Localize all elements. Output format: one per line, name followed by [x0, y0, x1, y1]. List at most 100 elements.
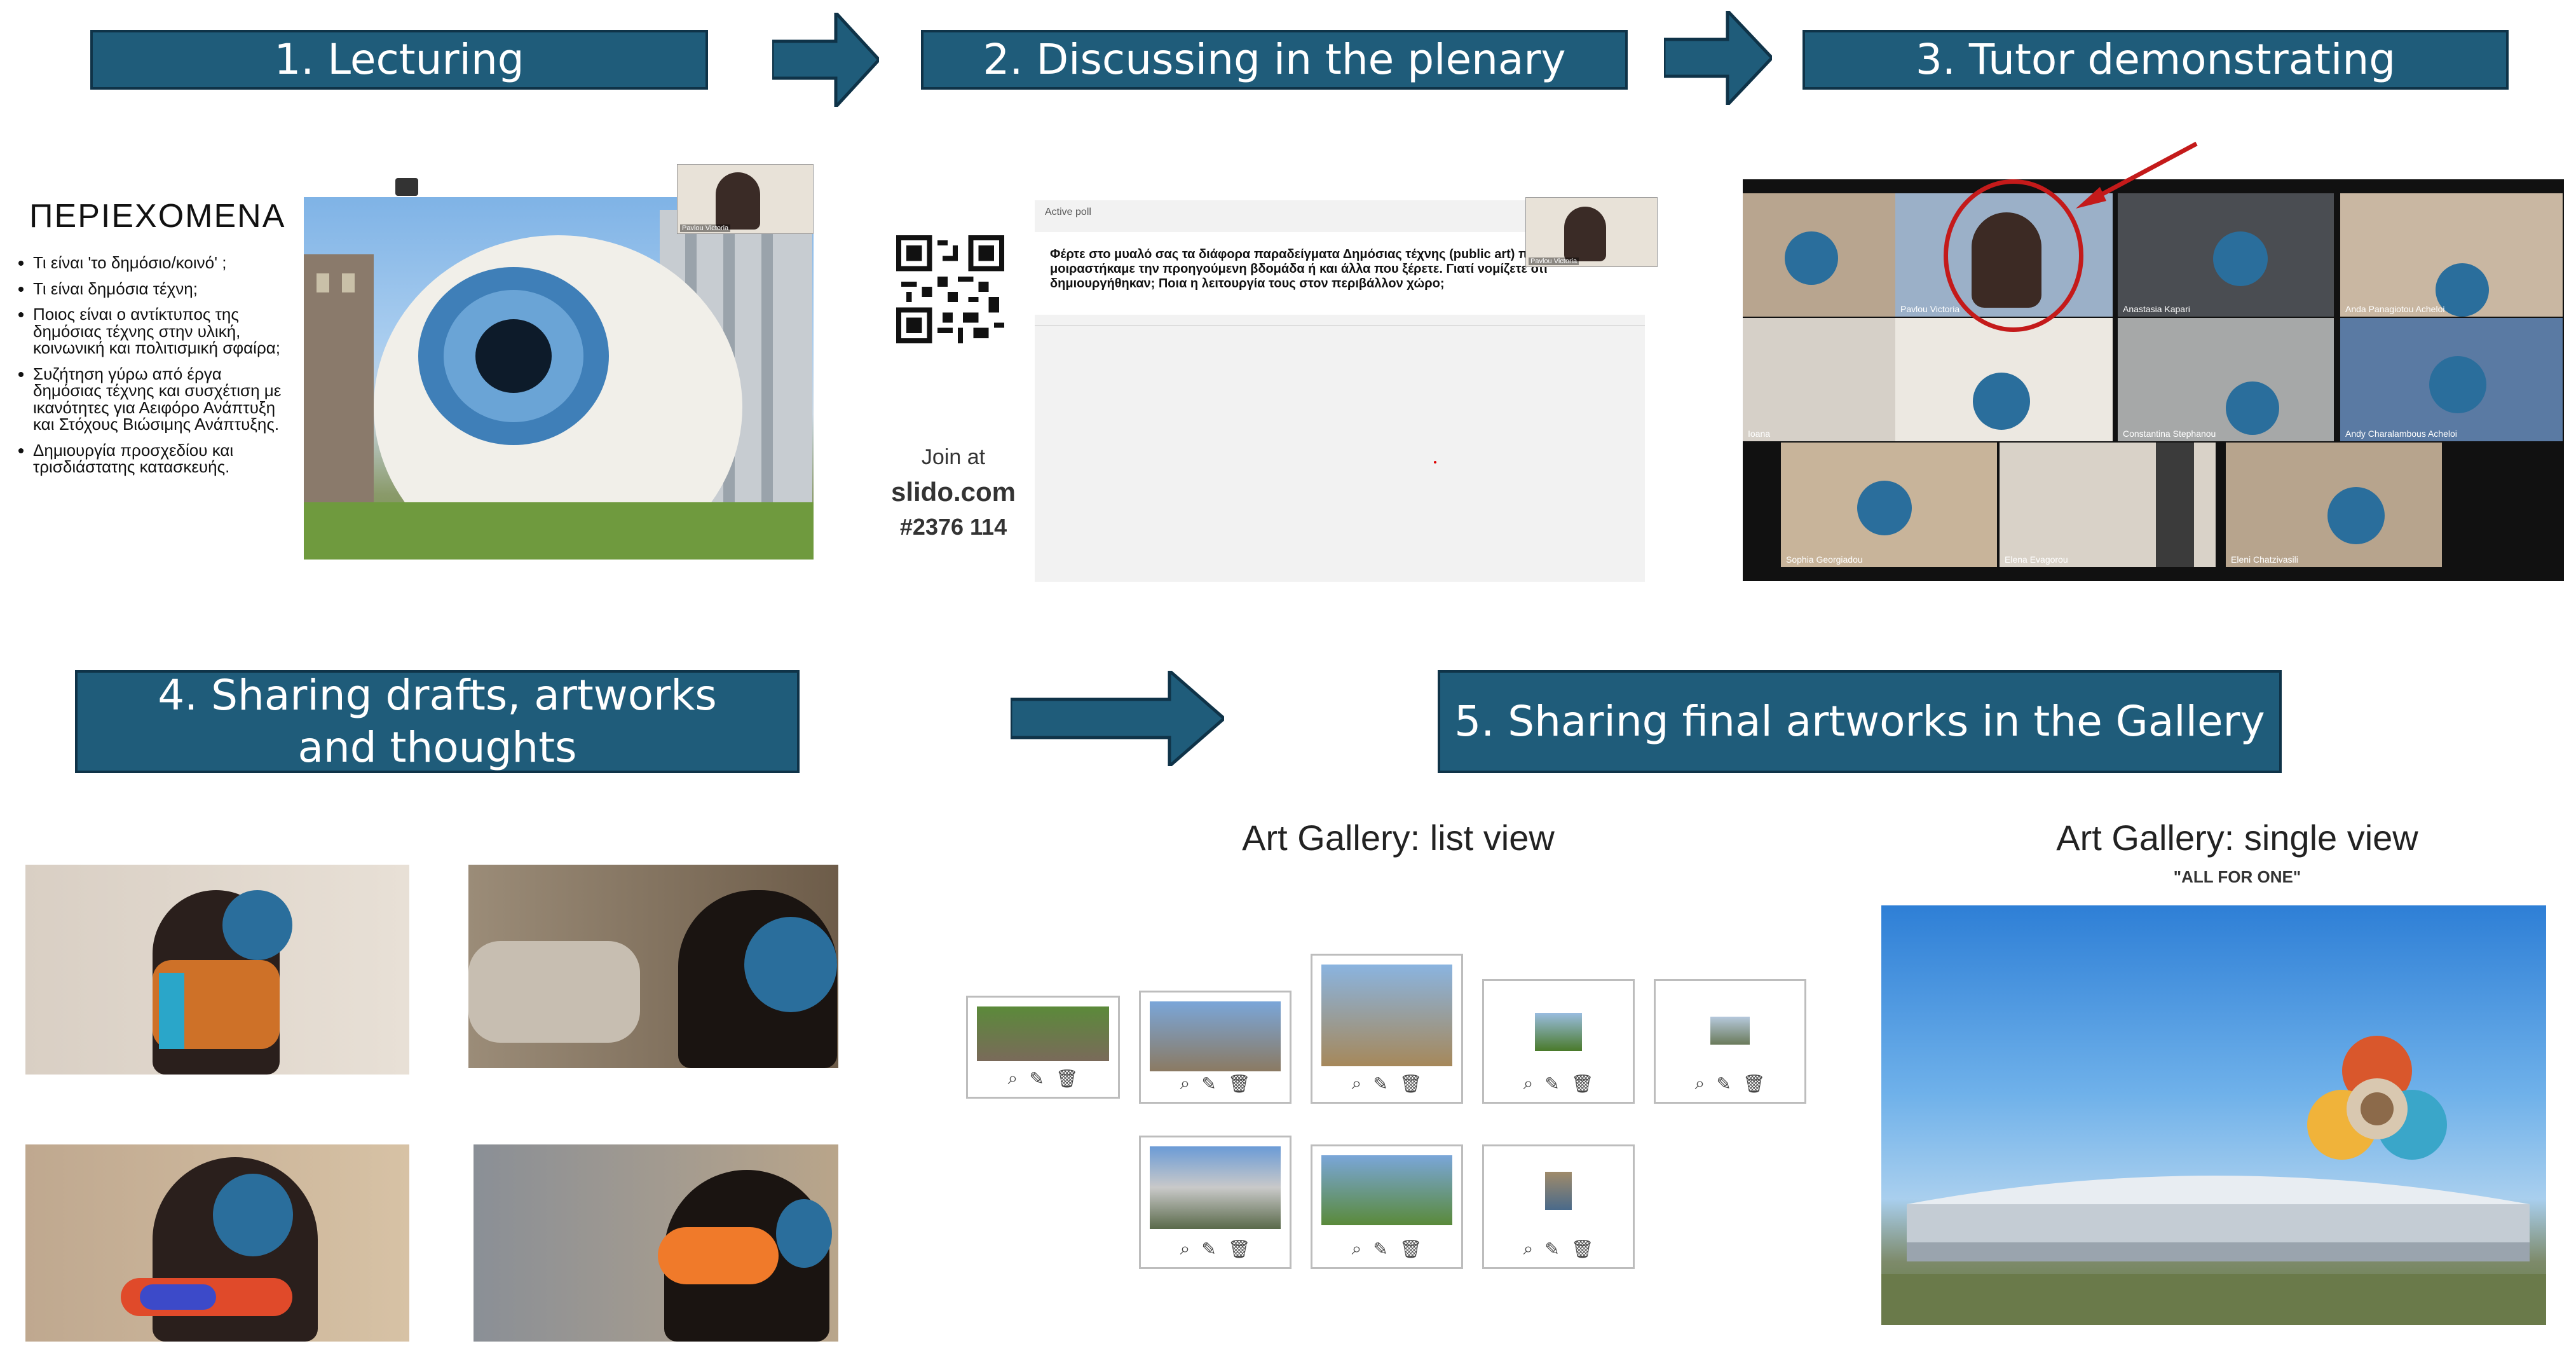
- edit-icon[interactable]: ✎: [1201, 1239, 1216, 1259]
- video-tile: Andy Charalambous Acheloi: [2340, 318, 2563, 441]
- participant-photo: [25, 865, 409, 1075]
- card-actions: ⌕ ✎ 🗑: [1312, 1073, 1461, 1094]
- annotation-arrow-icon: [2072, 140, 2199, 216]
- gallery-single-title: Art Gallery: single view: [2056, 818, 2418, 858]
- trash-icon[interactable]: 🗑: [1399, 1074, 1422, 1094]
- step-1-banner: 1. Lecturing: [90, 30, 708, 90]
- card-actions: ⌕ ✎ 🗑: [968, 1068, 1118, 1089]
- presenter-name: Pavlou Victoria: [680, 224, 731, 232]
- artwork-card[interactable]: ⌕ ✎ 🗑: [1311, 954, 1463, 1104]
- zoom-icon[interactable]: ⌕: [1007, 1068, 1018, 1088]
- participant-name: Andy Charalambous Acheloi: [2345, 429, 2457, 439]
- edit-icon[interactable]: ✎: [1029, 1069, 1044, 1089]
- participant-name: Ioana: [1748, 429, 1771, 439]
- artwork-card[interactable]: ⌕ ✎ 🗑: [966, 996, 1120, 1099]
- trash-icon[interactable]: 🗑: [1742, 1074, 1766, 1094]
- video-tile: Sophia Georgiadou: [1781, 443, 1997, 567]
- video-tile: [1895, 318, 2113, 441]
- arrow-right-icon: [1011, 671, 1224, 766]
- card-actions: ⌕ ✎ 🗑: [1141, 1239, 1290, 1260]
- trash-icon[interactable]: 🗑: [1227, 1074, 1251, 1094]
- slide-bullet: Συζήτηση γύρω από έργα δημόσιας τέχνης κ…: [33, 365, 292, 433]
- artwork-card[interactable]: ⌕ ✎ 🗑: [1139, 1136, 1291, 1269]
- gallery-list-view: ⌕ ✎ 🗑 ⌕ ✎ 🗑 ⌕ ✎ 🗑 ⌕ ✎ 🗑 ⌕ ✎ 🗑 ⌕ ✎ 🗑 ⌕ ✎ 🗑 ⌕ ✎ 🗑: [953, 935, 1818, 1291]
- zoom-icon[interactable]: ⌕: [1694, 1073, 1705, 1093]
- zoom-icon[interactable]: ⌕: [1523, 1239, 1534, 1258]
- trash-icon[interactable]: 🗑: [1227, 1239, 1251, 1259]
- participant-name: Anastasia Kapari: [2123, 304, 2190, 314]
- step-5-banner: 5. Sharing final artworks in the Gallery: [1438, 670, 2282, 773]
- video-tile: Anda Panagiotou Acheloi: [2340, 193, 2563, 317]
- participant-name: Elena Evagorou: [2005, 554, 2068, 565]
- slido-site: slido.com: [890, 477, 1016, 507]
- step-2-banner: 2. Discussing in the plenary: [921, 30, 1628, 90]
- presenter-video-tile: Pavlou Victoria: [1525, 197, 1658, 267]
- qr-code-icon: [896, 235, 1004, 343]
- join-label: Join at: [921, 445, 986, 469]
- arrow-right-icon: [772, 13, 879, 107]
- presenter-video-tile: Pavlou Victoria: [677, 164, 814, 234]
- artwork-card[interactable]: ⌕ ✎ 🗑: [1654, 979, 1806, 1104]
- slido-poll-slide: Join at slido.com #2376 114 Active poll …: [890, 191, 1658, 585]
- step-3-banner: 3. Tutor demonstrating: [1803, 30, 2509, 90]
- participant-photo: [468, 865, 838, 1068]
- participant-name: Anda Panagiotou Acheloi: [2345, 304, 2445, 314]
- tutor-highlight-circle: [1944, 179, 2083, 332]
- slide-bullets: Τι είναι 'το δημόσιο/κοινό' ; Τι είναι δ…: [19, 254, 292, 476]
- slide-bullet: Ποιος είναι ο αντίκτυπος της δημόσιας τέ…: [33, 306, 292, 357]
- active-poll-label: Active poll: [1045, 207, 1091, 217]
- edit-icon[interactable]: ✎: [1716, 1074, 1731, 1094]
- card-actions: ⌕ ✎ 🗑: [1141, 1073, 1290, 1094]
- participant-name: Pavlou Victoria: [1900, 304, 1960, 314]
- edit-icon[interactable]: ✎: [1373, 1239, 1388, 1259]
- trash-icon[interactable]: 🗑: [1055, 1069, 1079, 1089]
- video-tile: Anastasia Kapari: [2118, 193, 2334, 317]
- video-tile: [2156, 443, 2194, 567]
- edit-icon[interactable]: ✎: [1201, 1074, 1216, 1094]
- artwork-single-photo: [1881, 905, 2546, 1325]
- participant-photo: [474, 1144, 838, 1342]
- artwork-card[interactable]: ⌕ ✎ 🗑: [1139, 991, 1291, 1104]
- zoom-icon[interactable]: ⌕: [1523, 1073, 1534, 1093]
- artwork-card[interactable]: ⌕ ✎ 🗑: [1482, 979, 1635, 1104]
- zoom-icon[interactable]: ⌕: [1180, 1073, 1190, 1093]
- slide-heading: ΠΕΡΙΕΧΟΜΕΝΑ: [29, 198, 286, 235]
- zoom-icon[interactable]: ⌕: [1351, 1073, 1362, 1093]
- slido-code: #2376 114: [899, 514, 1007, 540]
- video-tile: [1743, 193, 1895, 317]
- zoom-gallery-grid: Pavlou Victoria Anastasia Kapari Anda Pa…: [1743, 179, 2564, 581]
- card-actions: ⌕ ✎ 🗑: [1484, 1073, 1633, 1094]
- card-actions: ⌕ ✎ 🗑: [1312, 1239, 1461, 1260]
- edit-icon[interactable]: ✎: [1544, 1074, 1560, 1094]
- participant-name: Eleni Chatzivasili: [2231, 554, 2298, 565]
- slide-bullet: Τι είναι 'το δημόσιο/κοινό' ;: [33, 254, 292, 271]
- edit-icon[interactable]: ✎: [1373, 1074, 1388, 1094]
- eye-sculpture-photo: [304, 197, 814, 560]
- artwork-caption: "ALL FOR ONE": [2173, 867, 2301, 886]
- video-tile: Ioana: [1743, 318, 1895, 441]
- participant-name: Sophia Georgiadou: [1786, 554, 1863, 565]
- artwork-card[interactable]: ⌕ ✎ 🗑: [1311, 1144, 1463, 1269]
- slide-bullet: Τι είναι δημόσια τέχνη;: [33, 280, 292, 298]
- trash-icon[interactable]: 🗑: [1399, 1239, 1422, 1259]
- video-tile: Eleni Chatzivasili: [2226, 443, 2442, 567]
- participant-name: Constantina Stephanou: [2123, 429, 2216, 439]
- card-actions: ⌕ ✎ 🗑: [1484, 1239, 1633, 1260]
- participant-photo: [25, 1144, 409, 1342]
- zoom-icon[interactable]: ⌕: [1180, 1239, 1190, 1258]
- slide-bullet: Δημιουργία προσχεδίου και τρισδιάστατης …: [33, 441, 292, 476]
- edit-icon[interactable]: ✎: [1544, 1239, 1560, 1259]
- trash-icon[interactable]: 🗑: [1571, 1239, 1594, 1259]
- step-4-banner: 4. Sharing drafts, artworks and thoughts: [75, 670, 800, 773]
- video-tile: Constantina Stephanou: [2118, 318, 2334, 441]
- pip-icon: [395, 178, 418, 196]
- lecture-slide: ΠΕΡΙΕΧΟΜΕΝΑ Τι είναι 'το δημόσιο/κοινό' …: [19, 159, 820, 566]
- zoom-icon[interactable]: ⌕: [1351, 1239, 1362, 1258]
- trash-icon[interactable]: 🗑: [1571, 1074, 1594, 1094]
- gallery-list-title: Art Gallery: list view: [1242, 818, 1555, 858]
- arrow-right-icon: [1664, 11, 1772, 105]
- card-actions: ⌕ ✎ 🗑: [1656, 1073, 1804, 1094]
- poll-question: Φέρτε στο μυαλό σας τα διάφορα παραδείγμ…: [1050, 247, 1548, 291]
- presenter-name: Pavlou Victoria: [1529, 258, 1579, 265]
- artwork-card[interactable]: ⌕ ✎ 🗑: [1482, 1144, 1635, 1269]
